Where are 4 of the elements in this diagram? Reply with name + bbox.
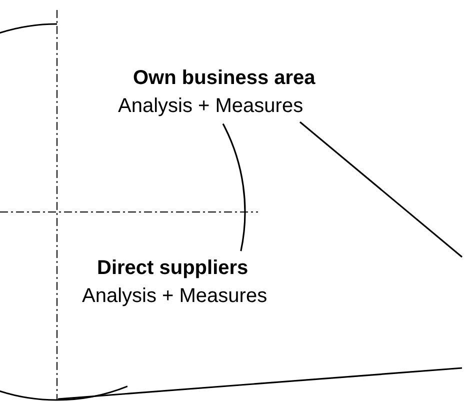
body-text: Analysis + Measures [82,284,268,309]
body-text: Analysis + Measures [118,94,304,119]
heading-text: Direct suppliers [96,256,248,281]
heading-text: Own business area [132,66,316,91]
